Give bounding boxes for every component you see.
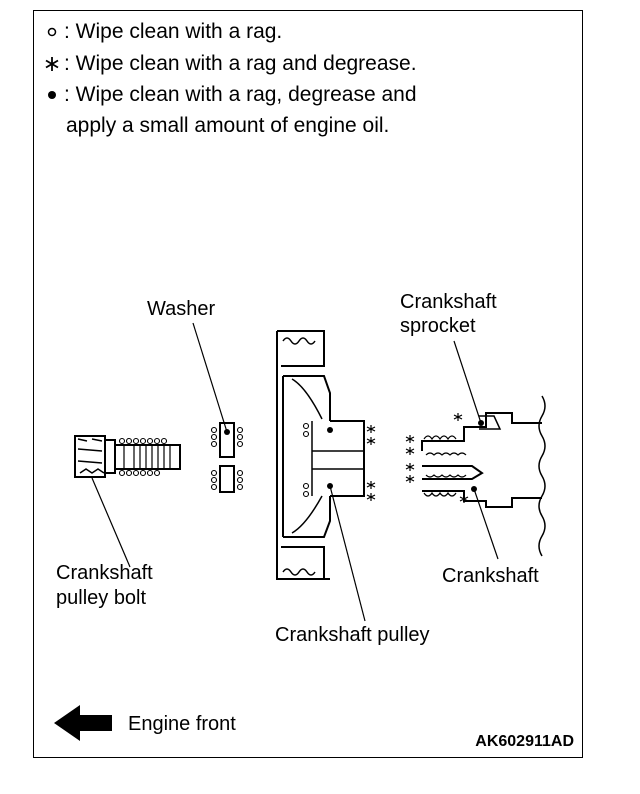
label-washer: Washer bbox=[147, 298, 216, 320]
label-crankshaft: Crankshaft bbox=[442, 565, 539, 587]
legend-text-oil: : Wipe clean with a rag, degrease and bbox=[64, 83, 417, 106]
crankshaft-pulley-drawing bbox=[276, 330, 376, 580]
washer-drawing bbox=[210, 422, 244, 493]
legend-text-wipe: : Wipe clean with a rag. bbox=[64, 20, 283, 43]
filled-dot-icon bbox=[42, 88, 62, 102]
label-sprocket-line1: Crankshaft bbox=[400, 291, 497, 313]
asterisk-icon bbox=[42, 56, 62, 72]
label-crankshaft-pulley: Crankshaft pulley bbox=[275, 624, 430, 646]
legend-text-oil-cont: apply a small amount of engine oil. bbox=[66, 114, 390, 137]
legend-row-oil: : Wipe clean with a rag, degrease and bbox=[42, 83, 417, 107]
label-bolt-line2: pulley bolt bbox=[56, 587, 147, 609]
crankshaft-pulley-diagram bbox=[54, 322, 546, 741]
figure-frame: : Wipe clean with a rag. : Wipe clean wi… bbox=[33, 10, 583, 758]
leader-lines bbox=[91, 322, 499, 622]
legend-row-degrease: : Wipe clean with a rag and degrease. bbox=[42, 52, 417, 76]
engine-front-label: Engine front bbox=[128, 713, 236, 735]
label-bolt-line1: Crankshaft bbox=[56, 562, 153, 584]
legend-row-oil-cont: apply a small amount of engine oil. bbox=[66, 114, 389, 138]
crankshaft-drawing bbox=[405, 395, 546, 557]
legend-row-wipe: : Wipe clean with a rag. bbox=[42, 20, 282, 44]
open-circle-icon bbox=[42, 25, 62, 39]
figure-code: AK602911AD bbox=[475, 733, 574, 750]
pulley-bolt-drawing bbox=[74, 435, 181, 478]
label-sprocket-line2: sprocket bbox=[400, 315, 476, 337]
legend-text-degrease: : Wipe clean with a rag and degrease. bbox=[64, 52, 417, 75]
left-arrow-icon bbox=[54, 705, 112, 741]
